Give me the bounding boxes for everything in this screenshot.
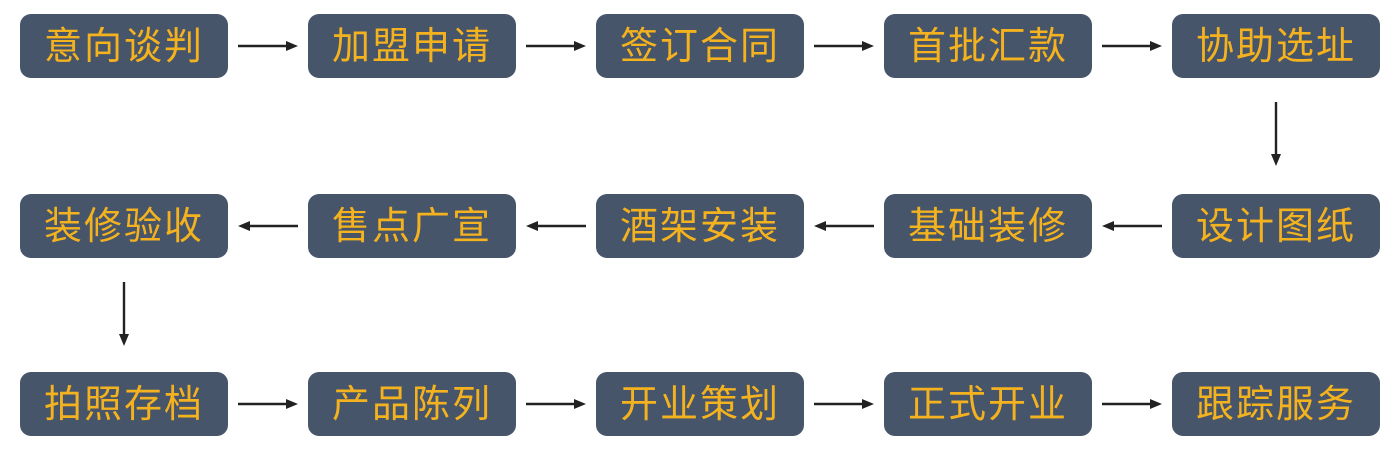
- arrow-right: [526, 399, 586, 409]
- step-label: 设计图纸: [1195, 204, 1356, 248]
- step-label: 装修验收: [43, 204, 204, 248]
- step-box: 酒架安装: [596, 194, 804, 258]
- step-label: 开业策划: [619, 382, 780, 426]
- step-label: 首批汇款: [907, 24, 1068, 68]
- arrow-left: [1102, 221, 1162, 231]
- step-label: 酒架安装: [619, 204, 780, 248]
- step-label: 签订合同: [619, 24, 780, 68]
- arrow-right: [238, 41, 298, 51]
- arrow-right: [814, 41, 874, 51]
- step-box: 拍照存档: [20, 372, 228, 436]
- arrow-down: [1271, 102, 1281, 166]
- step-label: 正式开业: [907, 382, 1068, 426]
- step-box: 基础装修: [884, 194, 1092, 258]
- step-box: 正式开业: [884, 372, 1092, 436]
- arrow-left: [814, 221, 874, 231]
- step-box: 设计图纸: [1172, 194, 1380, 258]
- arrow-left: [238, 221, 298, 231]
- step-box: 开业策划: [596, 372, 804, 436]
- arrow-right: [1102, 41, 1162, 51]
- step-box: 跟踪服务: [1172, 372, 1380, 436]
- step-box: 产品陈列: [308, 372, 516, 436]
- step-label: 基础装修: [907, 204, 1068, 248]
- step-label: 意向谈判: [43, 24, 204, 68]
- step-box: 意向谈判: [20, 14, 228, 78]
- step-box: 装修验收: [20, 194, 228, 258]
- step-box: 协助选址: [1172, 14, 1380, 78]
- step-box: 加盟申请: [308, 14, 516, 78]
- step-box: 售点广宣: [308, 194, 516, 258]
- step-label: 拍照存档: [43, 382, 204, 426]
- step-label: 产品陈列: [331, 382, 492, 426]
- arrow-down: [119, 282, 129, 346]
- step-label: 加盟申请: [331, 24, 492, 68]
- step-label: 协助选址: [1195, 24, 1356, 68]
- arrow-right: [814, 399, 874, 409]
- arrow-left: [526, 221, 586, 231]
- step-label: 跟踪服务: [1195, 382, 1356, 426]
- step-box: 首批汇款: [884, 14, 1092, 78]
- step-label: 售点广宣: [331, 204, 492, 248]
- arrow-right: [238, 399, 298, 409]
- arrow-right: [1102, 399, 1162, 409]
- arrow-right: [526, 41, 586, 51]
- step-box: 签订合同: [596, 14, 804, 78]
